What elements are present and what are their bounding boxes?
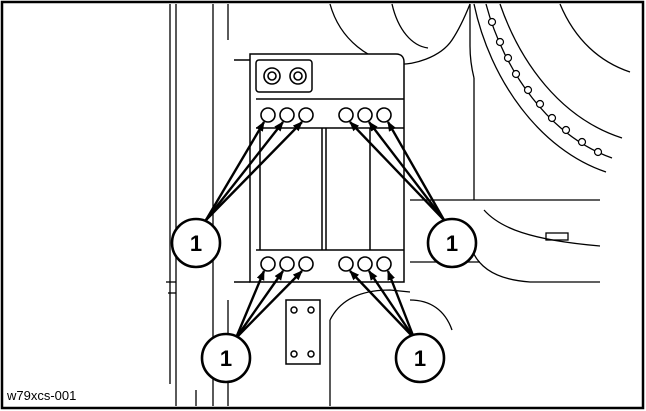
- callout-upper-left: 1: [170, 217, 222, 269]
- callout-upper-right: 1: [426, 217, 478, 269]
- lower-right-bolt-group: [338, 256, 392, 272]
- housing-outline: [329, 3, 475, 79]
- callout-number: 1: [190, 231, 202, 256]
- upper-left-bolt-group: [260, 107, 314, 123]
- callout-number: 1: [220, 346, 232, 371]
- callout-number: 1: [414, 346, 426, 371]
- figure-id-label: w79xcs-001: [7, 388, 77, 403]
- top-mount-nuts: [263, 67, 307, 85]
- ring-holes: [487, 17, 603, 157]
- callout-lower-left: 1: [200, 332, 252, 384]
- leader-arrows: [204, 121, 446, 339]
- ring-gear: [473, 3, 631, 173]
- callout-number: 1: [446, 231, 458, 256]
- left-frame-rails: [166, 4, 229, 406]
- bracket-plate: [234, 53, 405, 283]
- callout-lower-right: 1: [394, 332, 446, 384]
- access-plate: [285, 299, 321, 365]
- upper-right-bolt-group: [338, 107, 392, 123]
- lower-left-bolt-group: [260, 256, 314, 272]
